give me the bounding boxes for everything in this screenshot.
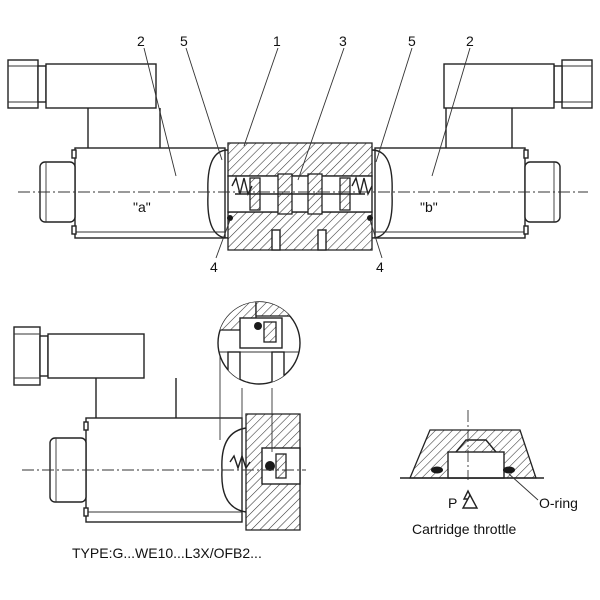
solenoid-b-label: "b"	[420, 199, 438, 215]
solenoid-a-body	[39, 147, 226, 239]
bottom-left-valve-view: TYPE:G...WE10...L3X/OFB2...	[13, 301, 306, 561]
callout-5-right: 5	[408, 33, 416, 49]
callout-5-left: 5	[180, 33, 188, 49]
callout-2-left: 2	[137, 33, 145, 49]
callout-3: 3	[339, 33, 347, 49]
magnified-detail-loupe	[217, 301, 301, 385]
right-connector-plug	[443, 59, 593, 161]
type-designation-label: TYPE:G...WE10...L3X/OFB2...	[72, 545, 262, 561]
solenoid-a-label: "a"	[133, 199, 151, 215]
cartridge-throttle-view: P O-ring Cartridge throttle	[400, 410, 578, 537]
port-p-arrow-icon	[461, 493, 479, 509]
valve-housing-section	[207, 142, 393, 251]
solenoid-b-body	[374, 147, 561, 239]
callout-4-right: 4	[376, 259, 384, 275]
callout-4-left: 4	[210, 259, 218, 275]
left-connector-plug	[7, 59, 161, 161]
cartridge-throttle-caption: Cartridge throttle	[412, 521, 516, 537]
callout-1: 1	[273, 33, 281, 49]
callout-2-right: 2	[466, 33, 474, 49]
callout-leaders	[143, 47, 471, 259]
top-valve-view: 2 5 1 3 5 2 4 4 "a" "b"	[7, 33, 593, 275]
port-p-label: P	[448, 495, 457, 511]
oring-label: O-ring	[539, 495, 578, 511]
